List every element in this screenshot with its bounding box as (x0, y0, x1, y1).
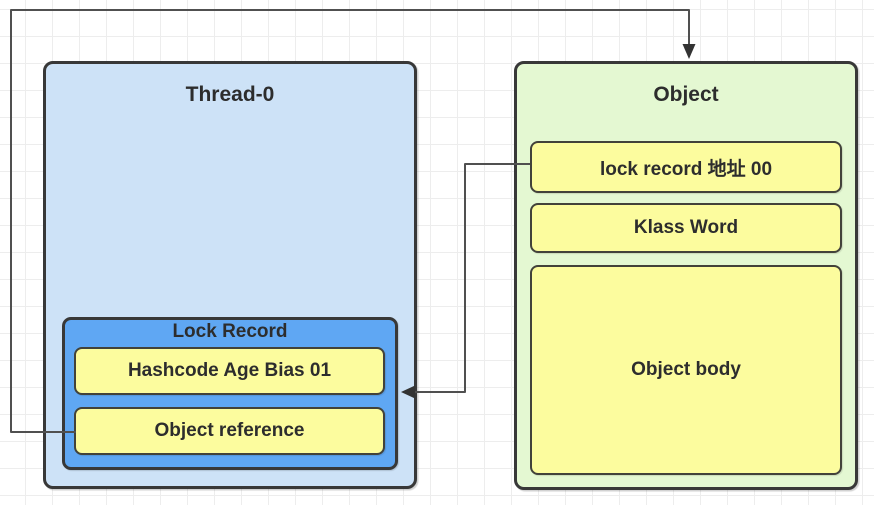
lock-record-address-cell[interactable]: lock record 地址 00 (530, 141, 842, 193)
lock-record-box[interactable]: Lock Record Hashcode Age Bias 01 Object … (62, 317, 398, 470)
object-reference-cell[interactable]: Object reference (74, 407, 385, 455)
thread-box-title: Thread-0 (185, 83, 275, 106)
thread-box[interactable]: Thread-0 Lock Record Hashcode Age Bias 0… (43, 61, 417, 489)
object-box-title: Object (653, 83, 719, 106)
klass-word-cell[interactable]: Klass Word (530, 203, 842, 253)
lock-record-title: Lock Record (172, 321, 288, 342)
object-box[interactable]: Object lock record 地址 00 Klass Word Obje… (514, 61, 858, 490)
hashcode-age-bias-cell[interactable]: Hashcode Age Bias 01 (74, 347, 385, 395)
object-body-cell[interactable]: Object body (530, 265, 842, 475)
connector-lock-record-address-to-lock-record[interactable] (401, 163, 530, 399)
arrowhead-down-icon (682, 44, 696, 59)
